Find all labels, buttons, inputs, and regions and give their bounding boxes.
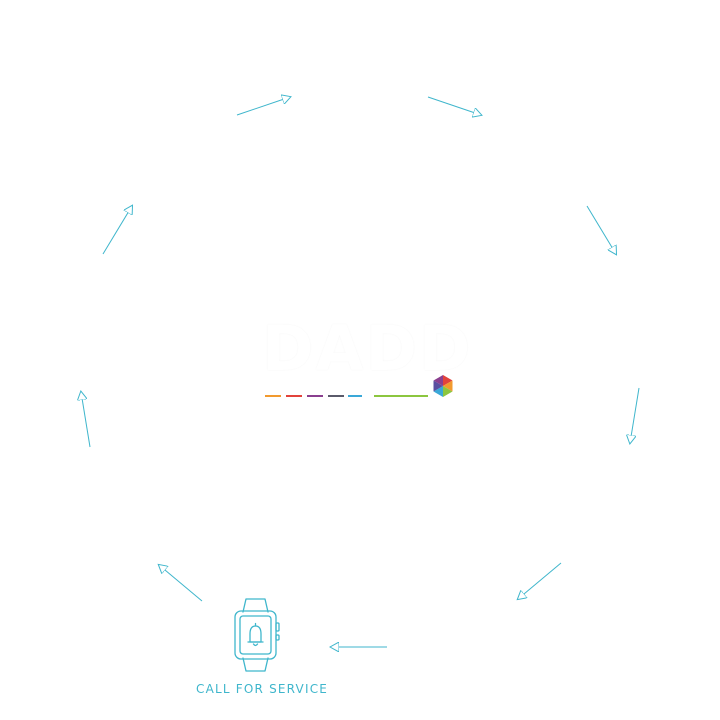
bell-body [249, 625, 262, 643]
connector-arrow-9 [102, 206, 132, 255]
connector-arrow-4 [630, 387, 640, 443]
badge-segment-6 [433, 375, 443, 386]
watch-strap-bottom [242, 657, 269, 672]
badge-segment-5 [433, 380, 443, 392]
logo-wordmark: DADD [262, 312, 473, 385]
connector-arrows [81, 96, 640, 647]
badge-segment-1 [443, 375, 453, 386]
badge-segment-3 [443, 386, 453, 397]
connector-arrow-7 [159, 565, 203, 602]
connector-arrow-1 [236, 97, 290, 116]
watch-button [275, 634, 280, 641]
smartwatch-bell-icon [234, 598, 280, 672]
connector-arrow-2 [427, 96, 481, 115]
badge-segment-4 [433, 386, 443, 397]
watch-crown [275, 622, 280, 632]
connector-arrow-8 [81, 392, 91, 448]
logo-badge-icon [433, 375, 453, 397]
connector-arrow-5 [518, 562, 562, 599]
connector-arrow-3 [586, 205, 616, 254]
step-label-call-for-service: CALL FOR SERVICE [196, 682, 329, 696]
watch-strap-top [242, 598, 269, 613]
watch-case [234, 610, 277, 660]
company-logo: DADD [262, 312, 473, 404]
badge-segment-2 [443, 380, 453, 392]
watch-screen [239, 615, 272, 655]
bell-clapper [252, 643, 259, 647]
